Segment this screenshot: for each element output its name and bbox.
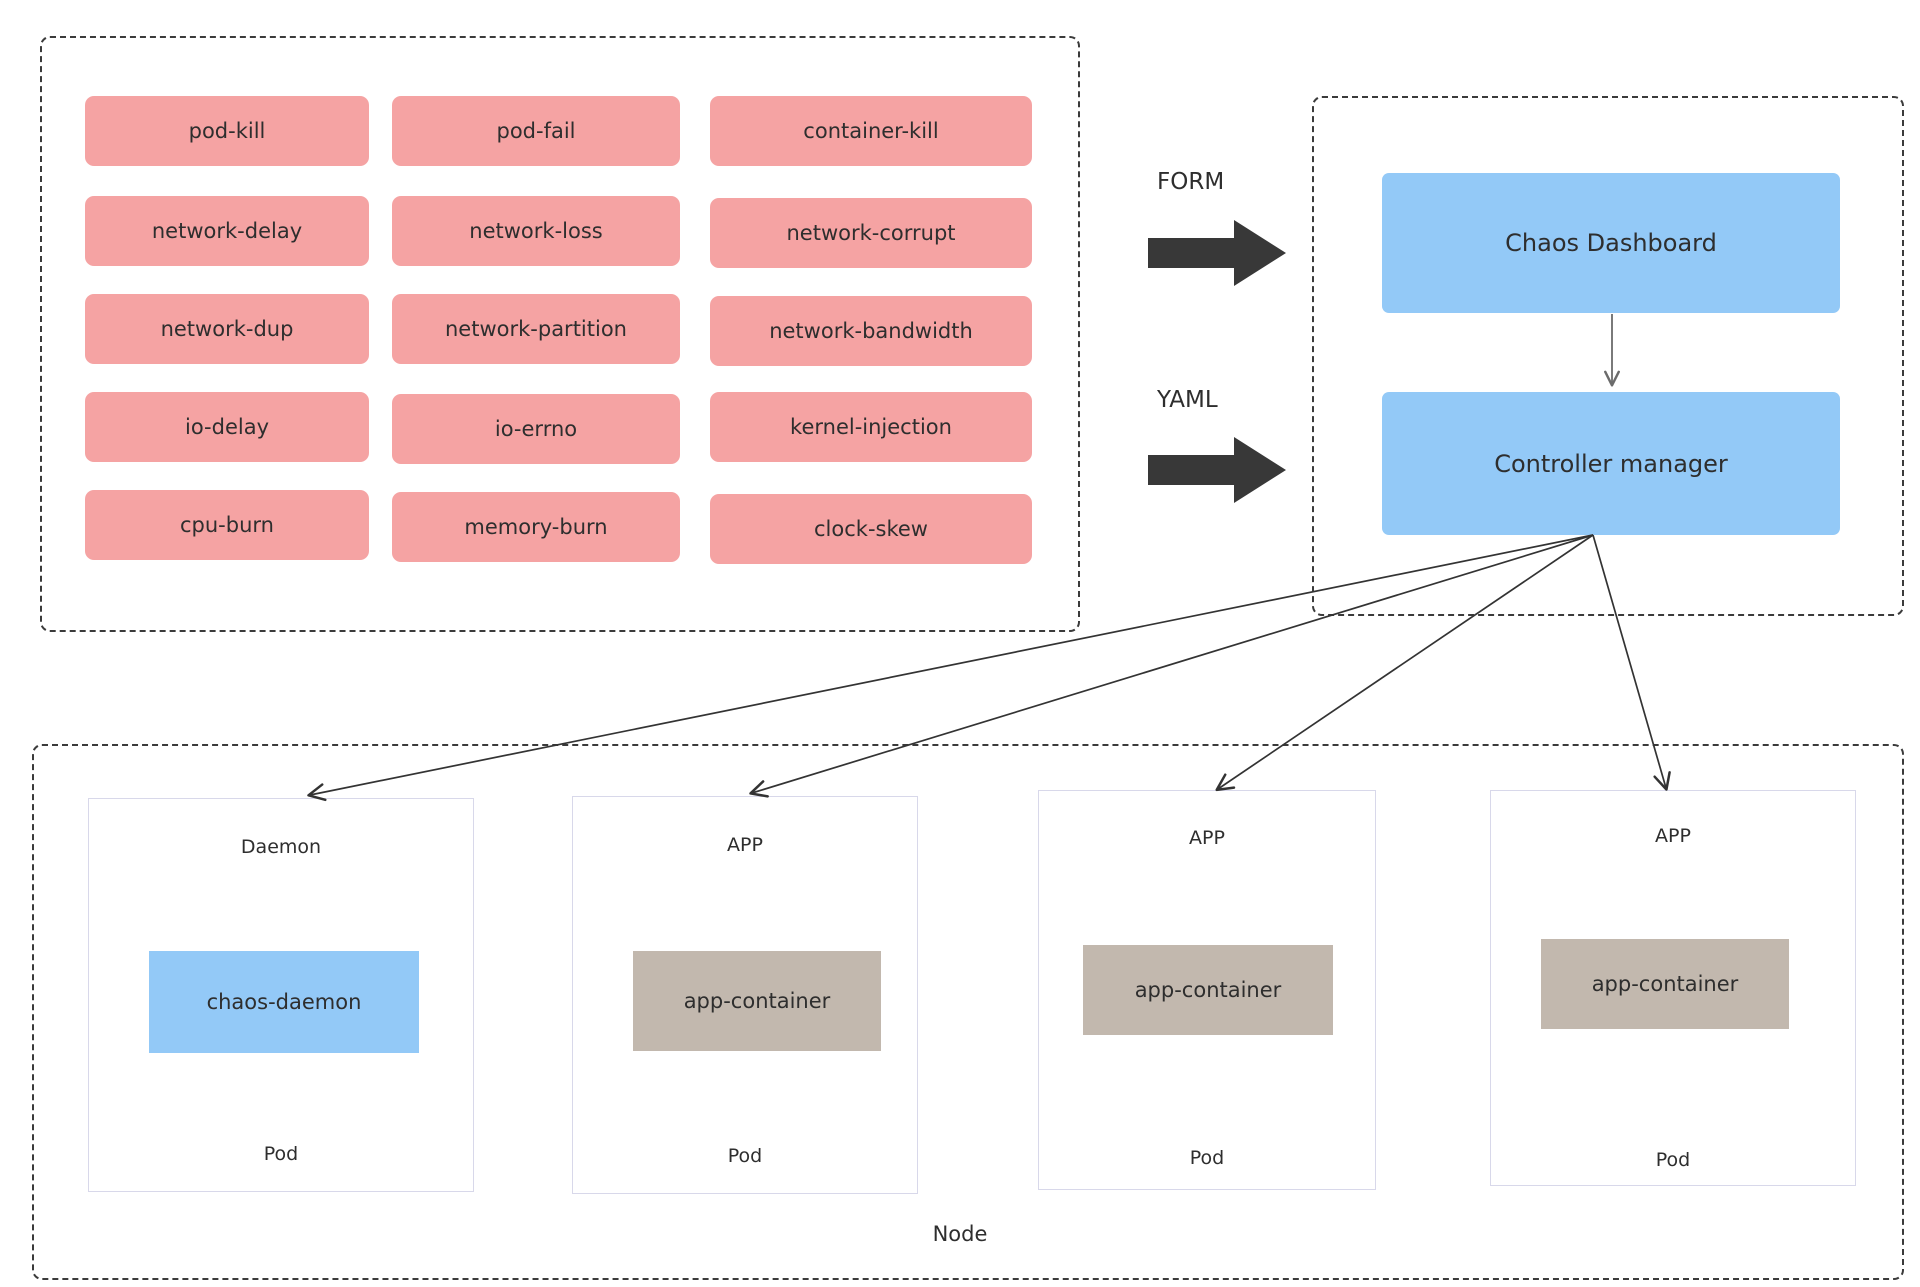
container-box[interactable]: app-container	[1083, 945, 1333, 1035]
chaos-type-pill[interactable]: pod-kill	[85, 96, 369, 166]
chaos-type-pill[interactable]: network-loss	[392, 196, 680, 266]
chaos-type-pill[interactable]: cpu-burn	[85, 490, 369, 560]
chaos-type-pill[interactable]: network-dup	[85, 294, 369, 364]
chaos-dashboard-box[interactable]: Chaos Dashboard	[1382, 173, 1840, 313]
pod-role-label: APP	[1189, 827, 1225, 849]
container-box[interactable]: app-container	[633, 951, 881, 1051]
container-box[interactable]: app-container	[1541, 939, 1789, 1029]
pod-role-label: Daemon	[240, 836, 322, 858]
chaos-type-pill[interactable]: kernel-injection	[710, 392, 1032, 462]
chaos-type-pill[interactable]: network-bandwidth	[710, 296, 1032, 366]
pod-footer-label: Pod	[1189, 1147, 1225, 1169]
pod-role-label: APP	[727, 834, 763, 856]
controller-manager-box[interactable]: Controller manager	[1382, 392, 1840, 535]
pod-footer-label: Pod	[263, 1143, 299, 1165]
chaos-type-pill[interactable]: network-partition	[392, 294, 680, 364]
chaos-type-pill[interactable]: io-errno	[392, 394, 680, 464]
form-arrow-label: FORM	[1157, 169, 1225, 195]
form-block-arrow-icon	[1148, 220, 1286, 286]
chaos-type-pill[interactable]: clock-skew	[710, 494, 1032, 564]
chaos-type-pill[interactable]: pod-fail	[392, 96, 680, 166]
yaml-arrow-label: YAML	[1157, 387, 1218, 413]
pod-footer-label: Pod	[727, 1145, 763, 1167]
chaos-type-pill[interactable]: network-corrupt	[710, 198, 1032, 268]
pod-role-label: APP	[1655, 825, 1691, 847]
pod-footer-label: Pod	[1655, 1149, 1691, 1171]
chaos-type-pill[interactable]: memory-burn	[392, 492, 680, 562]
yaml-block-arrow-icon	[1148, 437, 1286, 503]
node-label: Node	[932, 1222, 988, 1246]
chaos-type-pill[interactable]: io-delay	[85, 392, 369, 462]
chaos-type-pill[interactable]: network-delay	[85, 196, 369, 266]
container-box[interactable]: chaos-daemon	[149, 951, 419, 1053]
chaos-type-pill[interactable]: container-kill	[710, 96, 1032, 166]
